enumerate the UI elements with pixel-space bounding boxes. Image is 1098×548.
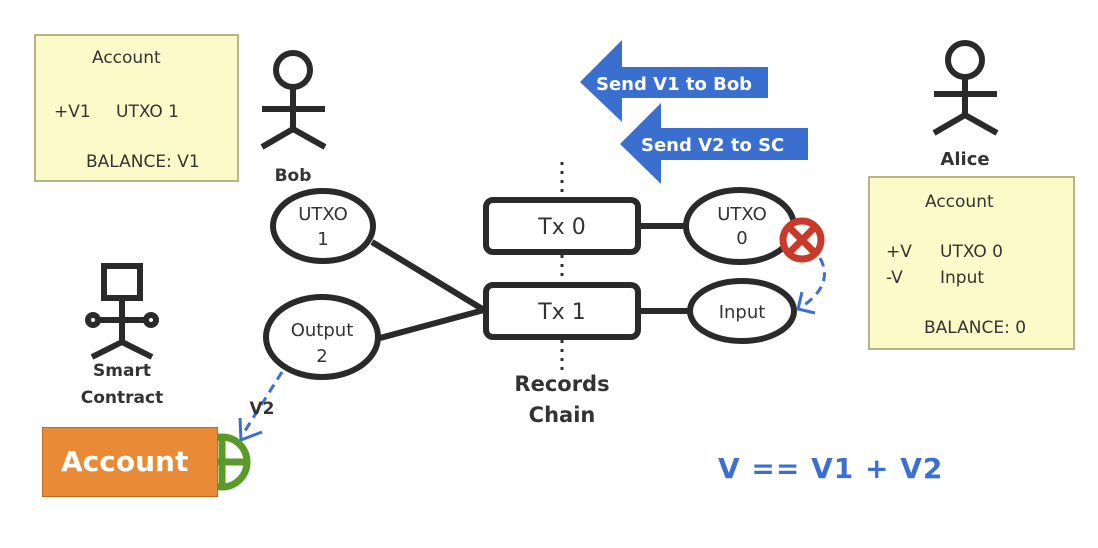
- tx0-label: Tx 0: [537, 215, 585, 240]
- utxo1-label-line1: UTXO: [298, 204, 348, 225]
- alice-entry-1-sign: -V: [886, 268, 903, 288]
- connection-lines: [370, 223, 690, 341]
- alice-entry-1-source: Input: [940, 268, 985, 288]
- bob-entry-source: UTXO 1: [116, 102, 179, 122]
- spend-dashed-arrow: [796, 257, 826, 315]
- alice-entry-0-sign: +V: [886, 242, 912, 262]
- output2-label-line1: Output: [291, 320, 354, 341]
- alice-actor-icon: [932, 40, 999, 136]
- alice-name: Alice: [940, 149, 989, 170]
- alice-account-note: Account +V UTXO 0 -V Input BALANCE: 0: [868, 176, 1075, 350]
- tx0-box: [483, 197, 641, 255]
- send-v2-arrow: [620, 103, 808, 184]
- tx1-label: Tx 1: [537, 300, 585, 325]
- bob-name: Bob: [275, 166, 312, 186]
- utxo0-label-line1: UTXO: [717, 204, 767, 225]
- alice-balance: BALANCE: 0: [924, 318, 1027, 338]
- utxo0-label-line2: 0: [736, 228, 747, 249]
- bob-entry-sign: +V1: [54, 102, 91, 122]
- chain-label-line2: Chain: [529, 403, 596, 427]
- bob-actor-icon: [260, 50, 327, 150]
- v2-transfer-label: V2: [250, 399, 275, 419]
- output2-node: [263, 294, 381, 380]
- alice-account-title: Account: [925, 192, 994, 212]
- sc-name-line1: Smart: [93, 361, 151, 381]
- bob-balance: BALANCE: V1: [86, 152, 200, 172]
- utxo0-node: [683, 187, 797, 265]
- alice-entry-0-source: UTXO 0: [940, 242, 1003, 262]
- smart-contract-account-label: Account: [61, 445, 189, 478]
- chain-label-line1: Records: [514, 372, 609, 396]
- spent-x-icon: [779, 217, 825, 263]
- balance-equation: V == V1 + V2: [718, 452, 944, 485]
- sc-name-line2: Contract: [81, 388, 163, 408]
- send-v1-arrow: [580, 40, 768, 122]
- input-node: [687, 278, 797, 344]
- tx1-box: [483, 282, 641, 340]
- bob-account-title: Account: [92, 48, 161, 68]
- utxo1-label-line2: 1: [317, 229, 328, 250]
- send-v1-label: Send V1 to Bob: [596, 74, 752, 95]
- utxo1-node: [270, 188, 376, 264]
- output2-label-line2: 2: [316, 346, 327, 367]
- smart-contract-actor-icon: [85, 263, 159, 360]
- smart-contract-account-box: Account: [42, 427, 218, 497]
- input-label: Input: [719, 302, 766, 323]
- v2-dashed-arrow: [238, 371, 284, 443]
- send-v2-label: Send V2 to SC: [641, 135, 784, 156]
- bob-account-note: Account +V1 UTXO 1 BALANCE: V1: [34, 34, 239, 182]
